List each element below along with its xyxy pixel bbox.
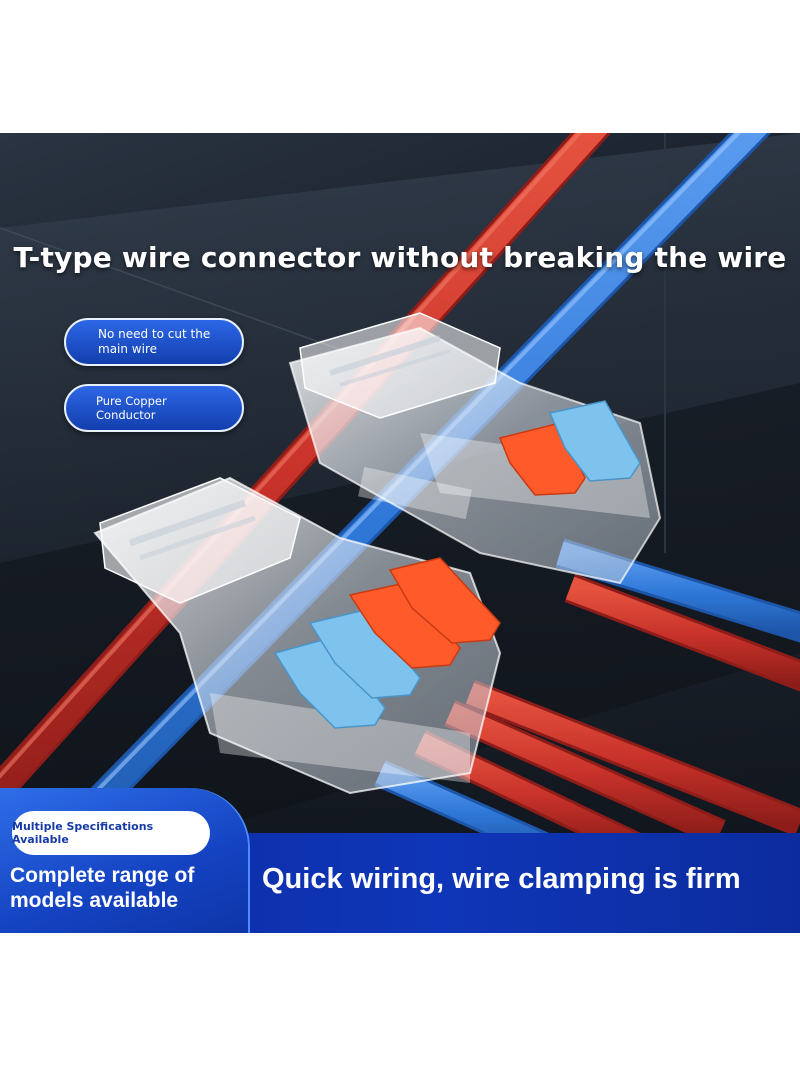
connector-two-way: [288, 312, 662, 585]
feature-pill-no-cut: No need to cut the main wire: [64, 318, 244, 366]
lever-blue: [548, 400, 641, 482]
product-banner: T-type wire connector without breaking t…: [0, 133, 800, 933]
headline: T-type wire connector without breaking t…: [13, 241, 787, 274]
right-caption: Quick wiring, wire clamping is firm: [262, 863, 741, 895]
specifications-badge: Multiple Specifications Available: [12, 811, 210, 855]
connector-four-way: [93, 476, 502, 795]
feature-pill-copper: Pure Copper Conductor: [64, 384, 244, 432]
lever-orange: [388, 557, 501, 644]
left-caption: Complete range of models available: [10, 864, 195, 913]
connector-illustration: [0, 133, 800, 933]
